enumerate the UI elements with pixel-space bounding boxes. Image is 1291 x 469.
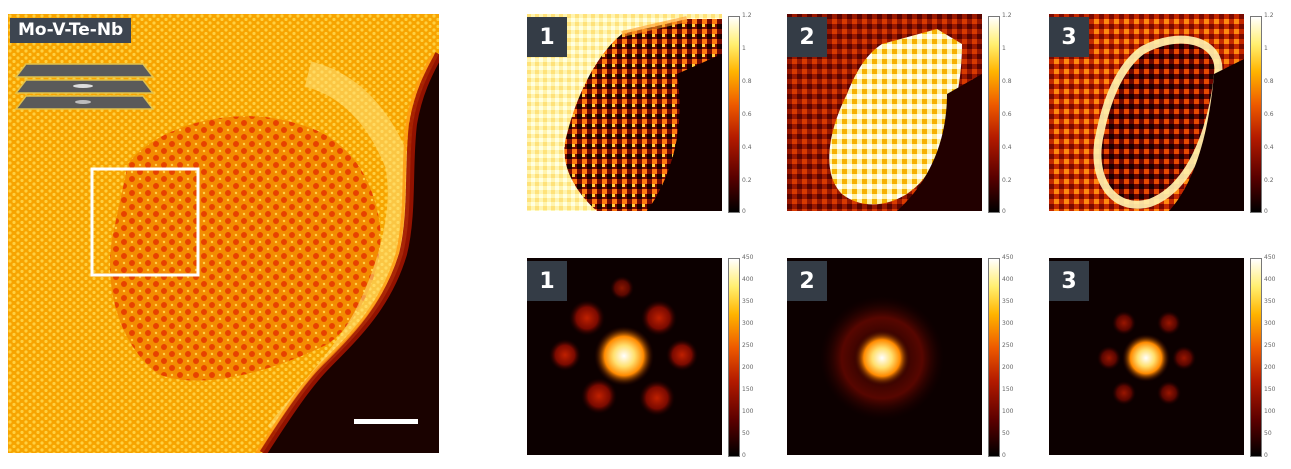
image-title: Mo-V-Te-Nb [10, 18, 132, 43]
tick-label: 150 [1002, 386, 1014, 393]
tick-label: 1 [1002, 45, 1006, 52]
top-colorbar-1 [728, 16, 740, 213]
tick-label: 0.2 [1264, 177, 1274, 184]
bottom-colorbar-2 [988, 258, 1000, 457]
top-panel-3-label: 3 [1049, 17, 1089, 57]
bottom-colorbar-3 [1250, 258, 1262, 457]
tick-label: 350 [1002, 298, 1014, 305]
tick-label: 150 [1264, 386, 1276, 393]
tick-label: 50 [742, 430, 750, 437]
tick-label: 50 [1002, 430, 1010, 437]
tick-label: 400 [1002, 276, 1014, 283]
tick-label: 0.6 [1264, 111, 1274, 118]
bottom-panel-1 [527, 258, 722, 455]
tick-label: 350 [742, 298, 754, 305]
tick-label: 450 [742, 254, 754, 261]
top-colorbar-3 [1250, 16, 1262, 213]
bottom-colorbar-1 [728, 258, 740, 457]
tick-label: 200 [742, 364, 754, 371]
top-colorbar-2 [988, 16, 1000, 213]
tick-label: 0.8 [1002, 78, 1012, 85]
tick-label: 0.4 [742, 144, 752, 151]
tick-label: 300 [1264, 320, 1276, 327]
layer-stack-icon [14, 63, 155, 110]
top-panel-1-label: 1 [527, 17, 567, 57]
tick-label: 0.2 [742, 177, 752, 184]
bottom-panel-3-label: 3 [1049, 261, 1089, 301]
scale-bar [354, 419, 418, 424]
tick-label: 100 [1002, 408, 1014, 415]
tick-label: 100 [742, 408, 754, 415]
tick-label: 200 [1002, 364, 1014, 371]
tick-label: 0 [1264, 452, 1268, 459]
tick-label: 1.2 [742, 12, 752, 19]
tick-label: 0 [1002, 208, 1006, 215]
tick-label: 450 [1002, 254, 1014, 261]
tick-label: 0.4 [1264, 144, 1274, 151]
tick-label: 0 [1002, 452, 1006, 459]
tick-label: 1 [742, 45, 746, 52]
main-stem-image [8, 14, 439, 453]
tick-label: 0.8 [1264, 78, 1274, 85]
tick-label: 400 [742, 276, 754, 283]
tick-label: 0 [742, 208, 746, 215]
bottom-panel-1-label: 1 [527, 261, 567, 301]
tick-label: 250 [1264, 342, 1276, 349]
tick-label: 1.2 [1264, 12, 1274, 19]
top-panel-2-label: 2 [787, 17, 827, 57]
tick-label: 0.8 [742, 78, 752, 85]
tick-label: 0.4 [1002, 144, 1012, 151]
tick-label: 0.2 [1002, 177, 1012, 184]
tick-label: 1 [1264, 45, 1268, 52]
bottom-panel-2-label: 2 [787, 261, 827, 301]
selection-box [90, 167, 200, 277]
tick-label: 100 [1264, 408, 1276, 415]
tick-label: 0 [1264, 208, 1268, 215]
tick-label: 300 [742, 320, 754, 327]
tick-label: 0 [742, 452, 746, 459]
tick-label: 400 [1264, 276, 1276, 283]
tick-label: 350 [1264, 298, 1276, 305]
tick-label: 250 [742, 342, 754, 349]
tick-label: 300 [1002, 320, 1014, 327]
tick-label: 0.6 [742, 111, 752, 118]
tick-label: 50 [1264, 430, 1272, 437]
tick-label: 200 [1264, 364, 1276, 371]
tick-label: 250 [1002, 342, 1014, 349]
tick-label: 150 [742, 386, 754, 393]
tick-label: 1.2 [1002, 12, 1012, 19]
tick-label: 450 [1264, 254, 1276, 261]
tick-label: 0.6 [1002, 111, 1012, 118]
